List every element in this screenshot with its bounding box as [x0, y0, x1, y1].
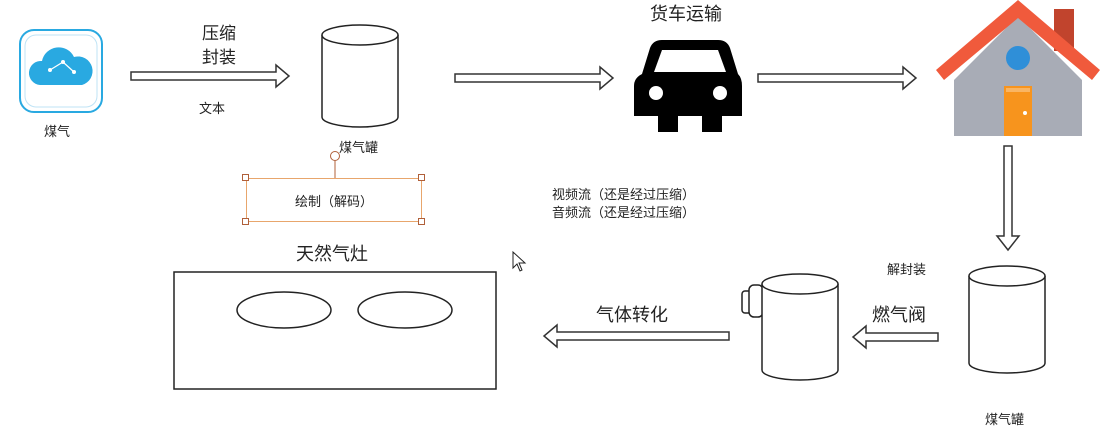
audio-stream-label: 音频流（还是经过压缩） [552, 206, 696, 221]
transport-label: 货车运输 [650, 4, 722, 25]
mouse-cursor-icon [512, 250, 527, 272]
decode-label: 绘制（解码） [294, 194, 373, 210]
decode-text-box[interactable]: 绘制（解码） [246, 178, 422, 222]
resize-handle-top-left[interactable] [242, 174, 249, 181]
arrow-down-to-tank [995, 145, 1021, 252]
resize-handle-bottom-left[interactable] [242, 218, 249, 225]
resize-handle-bottom-right[interactable] [418, 218, 425, 225]
gas-label: 煤气 [44, 125, 71, 140]
mug-converter-icon [741, 273, 839, 381]
gas-tank-top-icon [321, 24, 399, 128]
text-note-label: 文本 [199, 102, 226, 117]
compress-label: 压缩 封装 [197, 22, 241, 70]
arrow-to-house [757, 65, 918, 91]
compress-line2: 封装 [202, 48, 236, 68]
arrow-to-tank [130, 63, 291, 89]
resize-handle-top-right[interactable] [418, 174, 425, 181]
unpack-label: 解封装 [887, 263, 927, 278]
arrow-valve [851, 324, 939, 350]
compress-line1: 压缩 [202, 24, 236, 44]
gas-convert-label: 气体转化 [596, 305, 668, 326]
stove-icon [173, 271, 497, 390]
gas-tank-bottom-icon [968, 265, 1046, 374]
stove-label: 天然气灶 [296, 244, 368, 265]
car-icon [634, 40, 742, 132]
tank-bottom-label: 煤气罐 [985, 413, 1025, 428]
tank-top-label: 煤气罐 [339, 141, 379, 156]
video-stream-label: 视频流（还是经过压缩） [552, 188, 696, 203]
valve-label: 燃气阀 [872, 305, 926, 326]
rotate-handle[interactable] [330, 151, 340, 161]
arrow-to-truck [454, 65, 615, 91]
house-icon [936, 0, 1100, 136]
cloud-gas-icon [19, 29, 103, 113]
arrow-gas-convert [542, 323, 730, 349]
